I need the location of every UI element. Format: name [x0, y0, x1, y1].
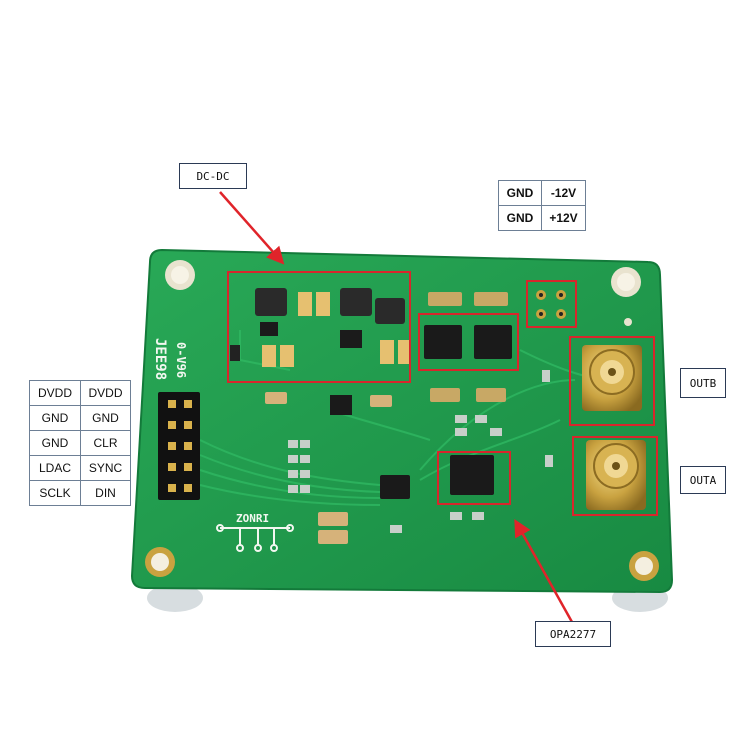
silk-version: 0-V96	[174, 342, 188, 379]
header-cell: SCLK	[29, 480, 81, 506]
pin-header-2x5	[158, 392, 200, 500]
header-cell: SYNC	[80, 455, 131, 481]
highlight-opa2277	[437, 451, 511, 505]
header-cell: DVDD	[29, 380, 81, 406]
power-row: GND +12V	[498, 205, 586, 231]
header-cell: GND	[29, 405, 81, 431]
via-hole	[624, 318, 632, 326]
callout-opa2277: OPA2277	[535, 621, 611, 647]
power-cell: -12V	[541, 180, 586, 206]
capacitors-top	[428, 292, 508, 402]
header-row: GND CLR	[29, 430, 131, 456]
power-cell: +12V	[541, 205, 586, 231]
header-row: GND GND	[29, 405, 131, 431]
power-pin-table: GND -12V GND +12V	[498, 180, 586, 231]
sma-connector-outa	[586, 440, 646, 510]
header-cell: LDAC	[29, 455, 81, 481]
header-row: LDAC SYNC	[29, 455, 131, 481]
silk-board-id: JEE98	[152, 338, 168, 381]
header-cell: CLR	[80, 430, 131, 456]
power-row: GND -12V	[498, 180, 586, 206]
header-row: SCLK DIN	[29, 480, 131, 506]
callout-dcdc: DC-DC	[179, 163, 247, 189]
header-cell: DIN	[80, 480, 131, 506]
standoff-bottom-left	[147, 584, 203, 612]
arrow-dcdc	[219, 191, 285, 265]
header-cell: DVDD	[80, 380, 131, 406]
soic-chips	[330, 325, 512, 499]
zonri-logo-mark	[216, 524, 294, 552]
tantalum-caps	[265, 392, 392, 544]
header-cell: GND	[80, 405, 131, 431]
callout-outb: OUTB	[680, 368, 726, 398]
mounting-holes	[145, 260, 659, 581]
highlight-soic-pair	[418, 313, 519, 371]
sma-connector-outb	[582, 345, 642, 411]
silk-brand: ZONRI	[236, 512, 270, 525]
header-cell: GND	[29, 430, 81, 456]
header-row: DVDD DVDD	[29, 380, 131, 406]
header-pin-table: DVDD DVDD GND GND GND CLR LDAC SYNC SCLK…	[29, 380, 131, 506]
callout-outa: OUTA	[680, 466, 726, 494]
highlight-boxes	[227, 271, 658, 516]
highlight-outa	[572, 436, 658, 516]
highlight-power-socket	[526, 280, 577, 328]
power-pin-socket	[536, 290, 566, 319]
power-cell: GND	[498, 180, 542, 206]
highlight-outb	[569, 336, 655, 426]
highlight-dcdc	[227, 271, 411, 383]
dcdc-components	[230, 288, 410, 367]
arrow-opa2277	[514, 518, 574, 623]
power-cell: GND	[498, 205, 542, 231]
passive-components	[288, 370, 553, 533]
